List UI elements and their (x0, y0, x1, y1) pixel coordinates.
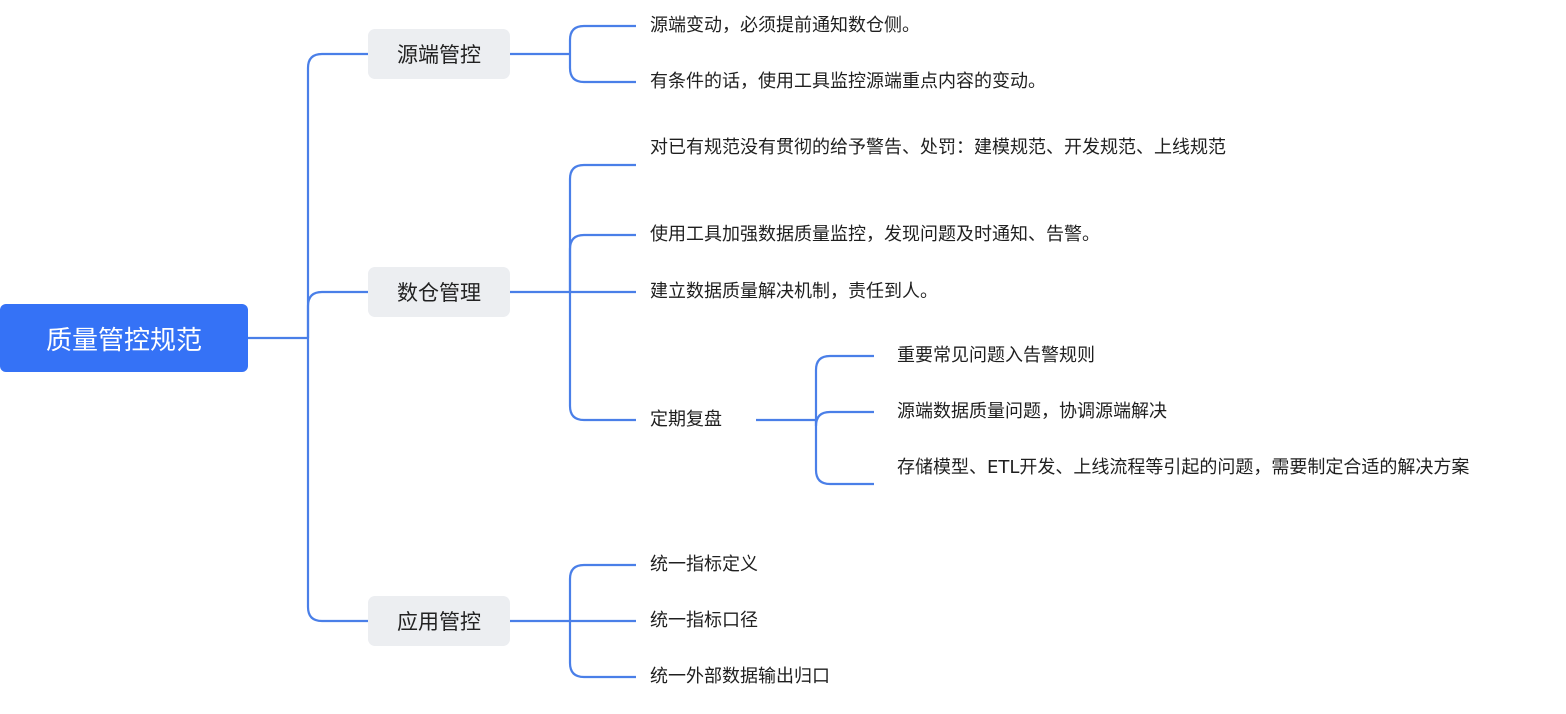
warehouse-connector-link-3 (568, 292, 636, 422)
branch-application-control[interactable]: 应用管控 (368, 596, 510, 646)
leaf-quality-monitoring[interactable]: 使用工具加强数据质量监控，发现问题及时通知、告警。 (650, 224, 1100, 245)
sub-branch-periodic-review[interactable]: 定期复盘 (650, 409, 722, 430)
leaf-source-monitoring[interactable]: 有条件的话，使用工具监控源端重点内容的变动。 (650, 71, 1046, 92)
review-connector-link-1 (814, 410, 874, 427)
root-connector-link-2 (306, 338, 368, 623)
leaf-unified-metric-definition[interactable]: 统一指标定义 (650, 554, 758, 575)
leaf-process-issue-solutions[interactable]: 存储模型、ETL开发、上线流程等引起的问题，需要制定合适的解决方案 (897, 457, 1470, 478)
warehouse-connector-link-0 (568, 163, 636, 292)
leaf-unified-metric-scope[interactable]: 统一指标口径 (650, 610, 758, 631)
leaf-resolution-mechanism[interactable]: 建立数据质量解决机制，责任到人。 (650, 281, 938, 302)
root-connector-link-0 (306, 52, 368, 338)
review-connector-link-2 (814, 420, 874, 486)
root-connector-link-1 (306, 290, 368, 338)
branch-warehouse-management[interactable]: 数仓管理 (368, 267, 510, 317)
branch-source-control[interactable]: 源端管控 (368, 29, 510, 79)
leaf-source-quality-coordination[interactable]: 源端数据质量问题，协调源端解决 (897, 401, 1167, 422)
source-connector-link-1 (568, 54, 636, 84)
application-connector-link-2 (568, 621, 636, 679)
leaf-source-change-notice[interactable]: 源端变动，必须提前通知数仓侧。 (650, 15, 920, 36)
leaf-alert-rules[interactable]: 重要常见问题入告警规则 (897, 345, 1095, 366)
leaf-standards-enforcement[interactable]: 对已有规范没有贯彻的给予警告、处罚：建模规范、开发规范、上线规范 (650, 137, 1226, 158)
review-connector-link-0 (814, 354, 874, 420)
leaf-unified-data-output[interactable]: 统一外部数据输出归口 (650, 666, 830, 687)
application-connector-link-0 (568, 563, 636, 621)
source-connector-link-0 (568, 24, 636, 54)
root-node[interactable]: 质量管控规范 (0, 304, 248, 372)
warehouse-connector-link-1 (568, 233, 636, 292)
